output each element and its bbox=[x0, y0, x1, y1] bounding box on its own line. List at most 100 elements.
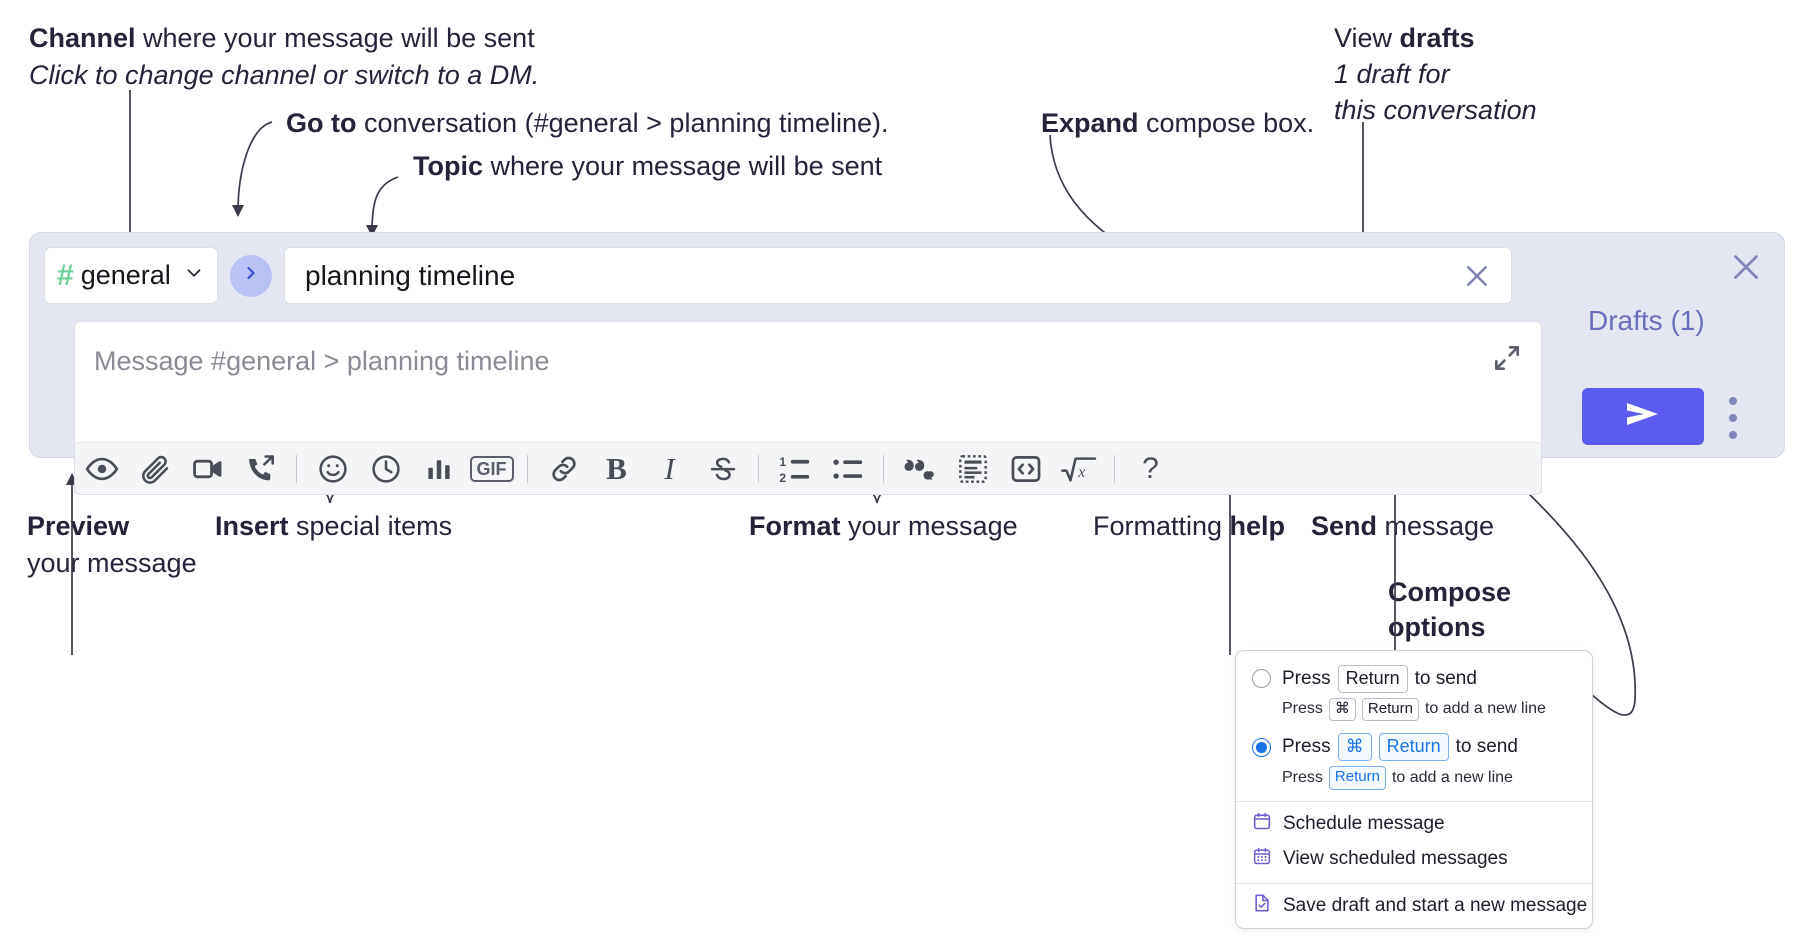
chevron-down-icon bbox=[183, 262, 205, 289]
annotation-preview-rest: your message bbox=[27, 547, 197, 578]
compose-main: # general planning timeline Message #gen… bbox=[30, 233, 1568, 495]
send-option-cmd-return-sub: Press Return to add a new line bbox=[1236, 761, 1592, 801]
annotation-topic-bold: Topic bbox=[413, 151, 483, 181]
send-icon bbox=[1620, 396, 1666, 437]
bold-icon-label: B bbox=[606, 450, 627, 486]
send-option-cmd-return[interactable]: Press ⌘ Return to send bbox=[1236, 721, 1592, 761]
italic-icon-label: I bbox=[664, 450, 675, 486]
chevron-right-icon bbox=[241, 263, 261, 288]
message-placeholder: Message #general > planning timeline bbox=[94, 346, 550, 376]
drafts-link[interactable]: Drafts (1) bbox=[1588, 305, 1705, 336]
key-return: Return bbox=[1337, 665, 1408, 693]
gif-button[interactable]: GIF bbox=[465, 442, 518, 495]
annotation-help-bold: help bbox=[1229, 511, 1286, 541]
link-button[interactable] bbox=[537, 442, 590, 495]
code-button[interactable] bbox=[999, 442, 1052, 495]
channel-select[interactable]: # general bbox=[44, 247, 218, 304]
annotation-goto-bold: Go to bbox=[286, 108, 357, 138]
annotation-topic: Topic where your message will be sent bbox=[413, 151, 882, 183]
calendar-icon bbox=[1252, 811, 1272, 837]
blockquote-button[interactable] bbox=[893, 442, 946, 495]
annotation-topic-rest: where your message will be sent bbox=[483, 151, 883, 181]
annotation-send-bold: Send bbox=[1311, 511, 1378, 541]
poll-button[interactable] bbox=[412, 442, 465, 495]
more-vertical-icon-dot bbox=[1729, 397, 1737, 405]
send-option-cmd-return-post: to send bbox=[1455, 736, 1518, 757]
send-option-return-sub: Press ⌘ Return to add a new line bbox=[1236, 693, 1592, 722]
annotation-preview: Preview your message bbox=[27, 511, 197, 580]
send-option-return-post: to send bbox=[1414, 667, 1477, 689]
hash-icon: # bbox=[57, 258, 74, 292]
annotation-channel-bold: Channel bbox=[29, 23, 136, 53]
annotation-drafts-italic1: 1 draft for bbox=[1334, 58, 1450, 89]
menu-item-save-draft[interactable]: Save draft and start a new message bbox=[1236, 884, 1592, 928]
annotation-format: Format your message bbox=[749, 511, 1018, 543]
menu-item-label: View scheduled messages bbox=[1283, 847, 1508, 869]
send-button[interactable] bbox=[1582, 388, 1704, 445]
key-return: Return bbox=[1378, 733, 1449, 761]
topic-input[interactable]: planning timeline bbox=[284, 247, 1512, 304]
key-return: Return bbox=[1361, 697, 1419, 722]
schedule-button[interactable] bbox=[359, 442, 412, 495]
svg-text:1: 1 bbox=[779, 455, 786, 469]
annotation-channel: Channel where your message will be sent … bbox=[29, 23, 539, 92]
annotation-insert: Insert special items bbox=[215, 511, 452, 543]
send-option-cmd-return-pre: Press bbox=[1282, 736, 1331, 757]
annotation-drafts-italic2: this conversation bbox=[1334, 94, 1537, 125]
menu-item-schedule-message[interactable]: Schedule message bbox=[1236, 802, 1592, 846]
help-button[interactable]: ? bbox=[1124, 442, 1177, 495]
send-option-return[interactable]: Press Return to send bbox=[1236, 662, 1592, 693]
gif-icon-label: GIF bbox=[469, 455, 514, 482]
bulleted-list-button[interactable] bbox=[821, 442, 874, 495]
annotation-drafts-pre: View bbox=[1334, 23, 1400, 53]
sub-post: to add a new line bbox=[1424, 700, 1546, 718]
attach-button[interactable] bbox=[128, 442, 181, 495]
radio-selected-icon[interactable] bbox=[1252, 737, 1271, 757]
topic-clear-button[interactable] bbox=[1457, 256, 1497, 296]
compose-options-button[interactable] bbox=[1720, 397, 1746, 439]
annotation-preview-bold: Preview bbox=[27, 511, 130, 541]
strikethrough-button[interactable] bbox=[696, 442, 749, 495]
goto-conversation-button[interactable] bbox=[230, 254, 272, 297]
video-clip-button[interactable] bbox=[181, 442, 234, 495]
compose-right-column: Drafts (1) bbox=[1568, 233, 1786, 459]
compose-box: # general planning timeline Message #gen… bbox=[29, 232, 1786, 495]
audio-clip-button[interactable] bbox=[234, 442, 287, 495]
menu-item-view-scheduled-messages[interactable]: View scheduled messages bbox=[1236, 846, 1592, 881]
annotation-help-pre: Formatting bbox=[1093, 511, 1230, 541]
menu-divider bbox=[1236, 800, 1592, 802]
close-compose-button[interactable] bbox=[1728, 249, 1764, 285]
math-button[interactable]: x bbox=[1052, 442, 1105, 495]
annotation-expand: Expand compose box. bbox=[1041, 108, 1314, 140]
key-cmd: ⌘ bbox=[1337, 733, 1372, 761]
bold-button[interactable]: B bbox=[590, 442, 643, 495]
italic-button[interactable]: I bbox=[643, 442, 696, 495]
sub-pre: Press bbox=[1282, 768, 1323, 786]
annotation-drafts-bold: drafts bbox=[1399, 23, 1475, 53]
annotation-send-rest: message bbox=[1377, 511, 1495, 541]
menu-item-label: Schedule message bbox=[1283, 812, 1445, 834]
annotation-expand-bold: Expand bbox=[1041, 108, 1139, 138]
compose-options-menu: Press Return to send Press ⌘ Return to a… bbox=[1235, 650, 1593, 929]
annotation-format-bold: Format bbox=[749, 511, 841, 541]
annotation-insert-bold: Insert bbox=[215, 511, 289, 541]
svg-text:2: 2 bbox=[779, 470, 786, 484]
annotation-channel-rest: where your message will be sent bbox=[135, 23, 535, 53]
radio-unselected-icon[interactable] bbox=[1252, 669, 1271, 689]
more-vertical-icon-dot bbox=[1729, 414, 1737, 422]
annotation-send: Send message bbox=[1311, 511, 1494, 543]
expand-icon[interactable] bbox=[1491, 342, 1527, 378]
menu-divider bbox=[1236, 882, 1592, 884]
more-vertical-icon-dot bbox=[1729, 431, 1737, 439]
annotation-help: Formatting help bbox=[1093, 511, 1285, 543]
calendar-grid-icon bbox=[1252, 846, 1272, 872]
emoji-button[interactable] bbox=[306, 442, 359, 495]
annotation-compose-options-bold2: options bbox=[1388, 611, 1486, 642]
code-block-button[interactable] bbox=[946, 442, 999, 495]
key-return: Return bbox=[1328, 765, 1386, 790]
message-input[interactable]: Message #general > planning timeline bbox=[74, 321, 1542, 443]
preview-button[interactable] bbox=[75, 442, 128, 495]
annotation-insert-rest: special items bbox=[288, 511, 453, 541]
